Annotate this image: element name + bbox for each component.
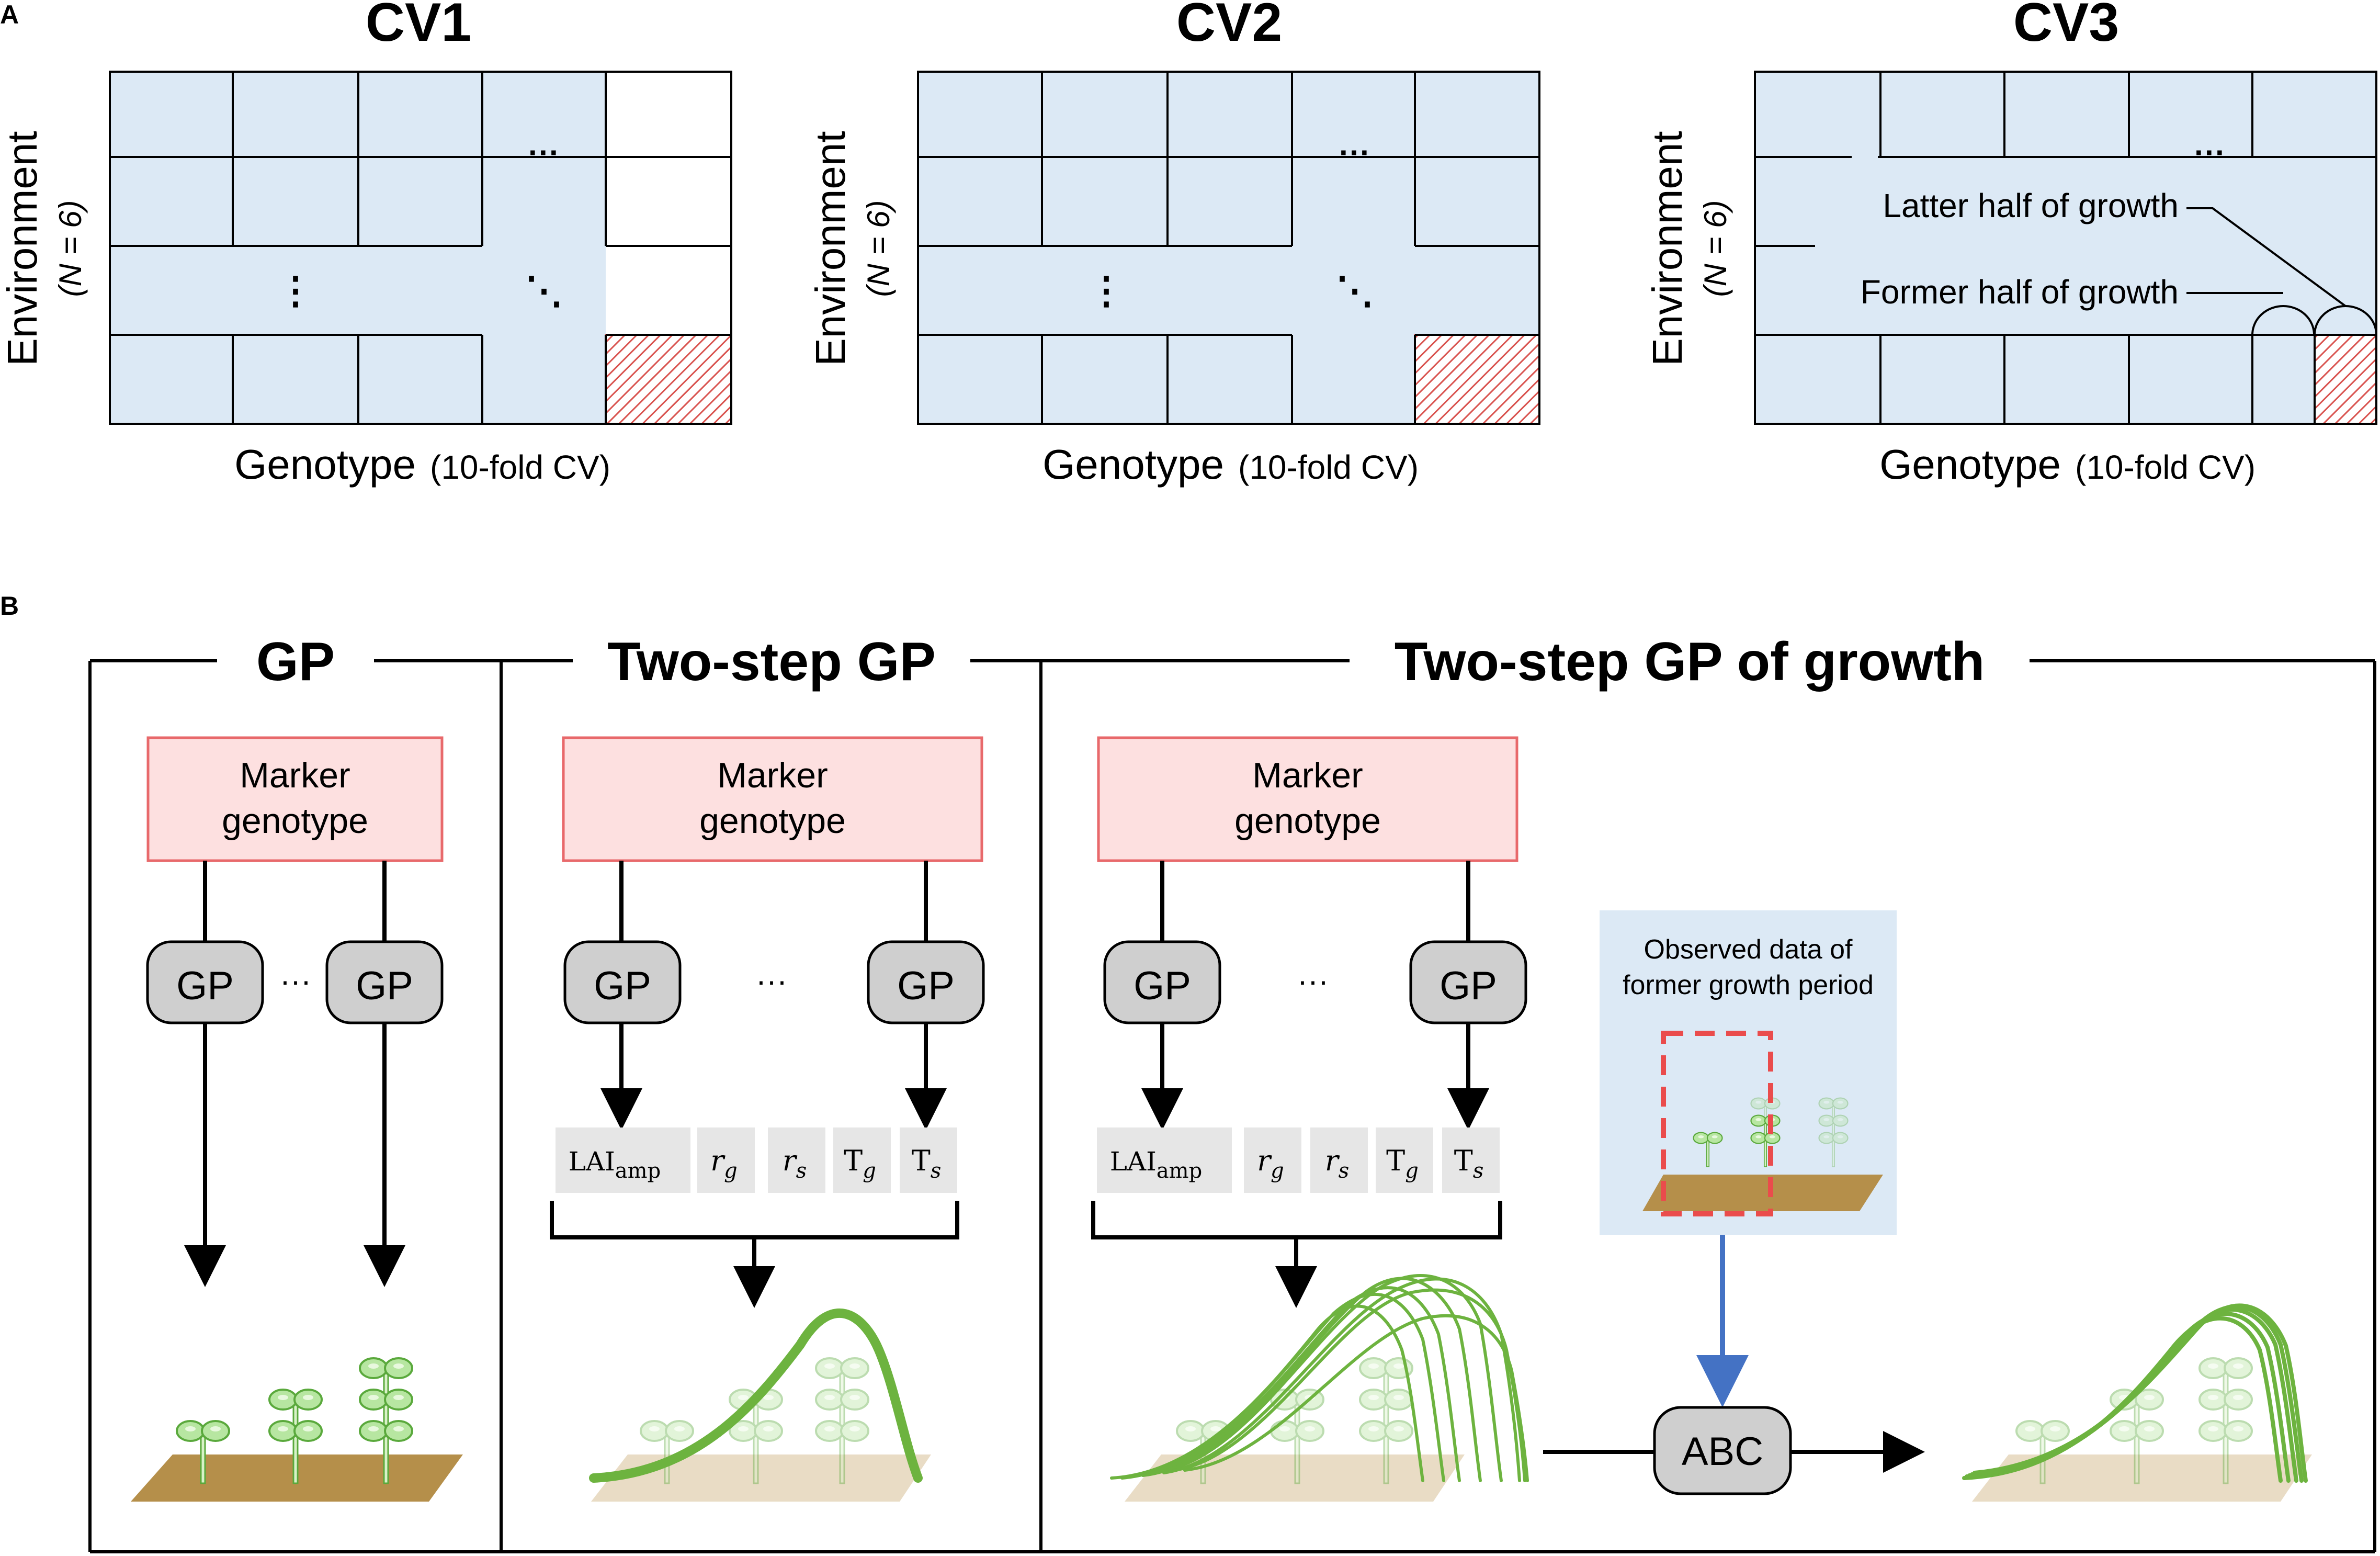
param-r-g bbox=[697, 1127, 755, 1193]
cv1-title: CV1 bbox=[366, 0, 471, 53]
growth-curves-ensemble bbox=[1110, 1273, 1529, 1482]
ellipsis-horizontal: ··· bbox=[528, 135, 560, 170]
cv1-block: CV1 ··· ⋮ ⋱ Environment (N = 6) bbox=[0, 0, 732, 488]
ellipsis-horizontal: ··· bbox=[2194, 135, 2226, 170]
environment-n-label: (N = 6) bbox=[53, 200, 88, 297]
former-half-label: Former half of growth bbox=[1861, 273, 2179, 311]
section-two-step-gp: Marker genotype GP GP ··· LAIamp rg rs T… bbox=[550, 736, 985, 1502]
cv3-grid-bg bbox=[1755, 72, 2376, 424]
soil bbox=[591, 1454, 931, 1502]
ellipsis-diagonal: ⋱ bbox=[1336, 270, 1374, 312]
gp-box bbox=[563, 940, 682, 1024]
svg-text:Tg: Tg bbox=[1386, 1144, 1419, 1183]
svg-text:LAIamp: LAIamp bbox=[569, 1146, 661, 1183]
param-r-g bbox=[1244, 1127, 1301, 1193]
soil bbox=[1642, 1175, 1883, 1211]
environment-axis-label: Environment bbox=[0, 131, 46, 366]
cv3-title: CV3 bbox=[2013, 0, 2119, 53]
param-lai-amp bbox=[1097, 1127, 1232, 1193]
dots: ··· bbox=[1297, 963, 1329, 998]
parameter-row: LAIamp rg rs Tg Ts bbox=[556, 1127, 957, 1193]
genotype-axis-label: Genotype bbox=[1042, 441, 1224, 488]
marker-genotype-box bbox=[1097, 736, 1518, 862]
param-t-s bbox=[1442, 1127, 1500, 1193]
cv1-unobserved-cells bbox=[606, 72, 731, 335]
param-r-s bbox=[1310, 1127, 1368, 1193]
panel-b-frame bbox=[88, 659, 2376, 1553]
ellipsis-vertical: ⋮ bbox=[277, 270, 314, 312]
genotype-label: genotype bbox=[222, 801, 368, 841]
param-t-s bbox=[900, 1127, 957, 1193]
dots: ··· bbox=[756, 963, 787, 998]
param-r-s bbox=[768, 1127, 825, 1193]
param-lai-amp bbox=[556, 1127, 690, 1193]
cv2-title: CV2 bbox=[1176, 0, 1282, 53]
genotype-cv-label: (10-fold CV) bbox=[430, 448, 610, 486]
gp-box bbox=[146, 940, 264, 1024]
genotype-label: genotype bbox=[699, 801, 846, 841]
environment-axis-label: Environment bbox=[1644, 131, 1691, 366]
posterior-growth-curves bbox=[1962, 1303, 2308, 1483]
genotype-label: genotype bbox=[1234, 801, 1381, 841]
gp-box-label: GP bbox=[1440, 964, 1497, 1008]
gp-box-label: GP bbox=[356, 964, 413, 1008]
genotype-cv-label: (10-fold CV) bbox=[2075, 448, 2256, 486]
marker-genotype-box bbox=[146, 736, 444, 862]
genotype-axis-label: Genotype bbox=[1879, 441, 2061, 488]
marker-label: Marker bbox=[240, 756, 350, 795]
cv2-block: CV2 ··· ⋮ ⋱ Environment (N = 6) Ge bbox=[807, 0, 1540, 488]
abc-label: ABC bbox=[1682, 1429, 1763, 1474]
section-title-gp: GP bbox=[256, 632, 335, 692]
growth-curve bbox=[589, 1309, 923, 1483]
svg-text:LAIamp: LAIamp bbox=[1110, 1146, 1202, 1183]
param-t-g bbox=[1376, 1127, 1433, 1193]
observed-title-line2: former growth period bbox=[1623, 970, 1874, 1000]
section-two-step-gp-growth: Marker genotype GP GP ··· LAIamp rg rs T… bbox=[1091, 736, 2312, 1502]
gp-box bbox=[867, 940, 985, 1024]
environment-axis-label: Environment bbox=[807, 131, 854, 366]
observed-title-line1: Observed data of bbox=[1644, 934, 1853, 965]
ellipsis-diagonal: ⋱ bbox=[525, 270, 563, 312]
environment-n-label: (N = 6) bbox=[861, 200, 896, 297]
svg-text:Ts: Ts bbox=[1454, 1144, 1484, 1183]
svg-text:rg: rg bbox=[710, 1144, 737, 1183]
parameter-row: LAIamp rg rs Tg Ts bbox=[1097, 1127, 1500, 1193]
gp-box bbox=[1103, 940, 1221, 1024]
genotype-cv-label: (10-fold CV) bbox=[1238, 448, 1419, 486]
former-period-dashed-box bbox=[1661, 1031, 1773, 1216]
cv2-test-cell bbox=[1414, 334, 1540, 425]
marker-label: Marker bbox=[717, 756, 828, 795]
param-t-g bbox=[833, 1127, 891, 1193]
ellipsis-vertical: ⋮ bbox=[1087, 270, 1125, 312]
gp-box-label: GP bbox=[1134, 964, 1191, 1008]
section-gp: Marker genotype GP GP ··· bbox=[131, 736, 463, 1502]
gp-box-label: GP bbox=[594, 964, 651, 1008]
section-title-two-step-gp-growth: Two-step GP of growth bbox=[1395, 632, 1985, 692]
ellipsis-horizontal: ··· bbox=[1339, 135, 1370, 170]
gp-box bbox=[1409, 940, 1527, 1024]
svg-text:Tg: Tg bbox=[844, 1144, 876, 1183]
latter-half-label: Latter half of growth bbox=[1883, 187, 2179, 224]
cv1-test-cell bbox=[605, 334, 732, 425]
panel-a-label: A bbox=[0, 0, 19, 29]
section-title-two-step-gp: Two-step GP bbox=[607, 632, 936, 692]
genotype-axis-label: Genotype bbox=[234, 441, 416, 488]
marker-label: Marker bbox=[1252, 756, 1363, 795]
gp-box bbox=[325, 940, 444, 1024]
svg-text:rs: rs bbox=[1325, 1144, 1349, 1183]
svg-text:rs: rs bbox=[783, 1144, 807, 1183]
marker-genotype-box bbox=[562, 736, 983, 862]
dots: ··· bbox=[280, 963, 311, 998]
gp-box-label: GP bbox=[176, 964, 234, 1008]
environment-n-label: (N = 6) bbox=[1698, 200, 1733, 297]
cv3-block: CV3 ··· Latter half of gr bbox=[1644, 0, 2377, 488]
svg-text:rg: rg bbox=[1257, 1144, 1284, 1183]
gp-box-label: GP bbox=[897, 964, 955, 1008]
cv3-test-cell bbox=[2314, 334, 2377, 425]
svg-text:Ts: Ts bbox=[912, 1144, 942, 1183]
panel-b-label: B bbox=[0, 591, 19, 621]
